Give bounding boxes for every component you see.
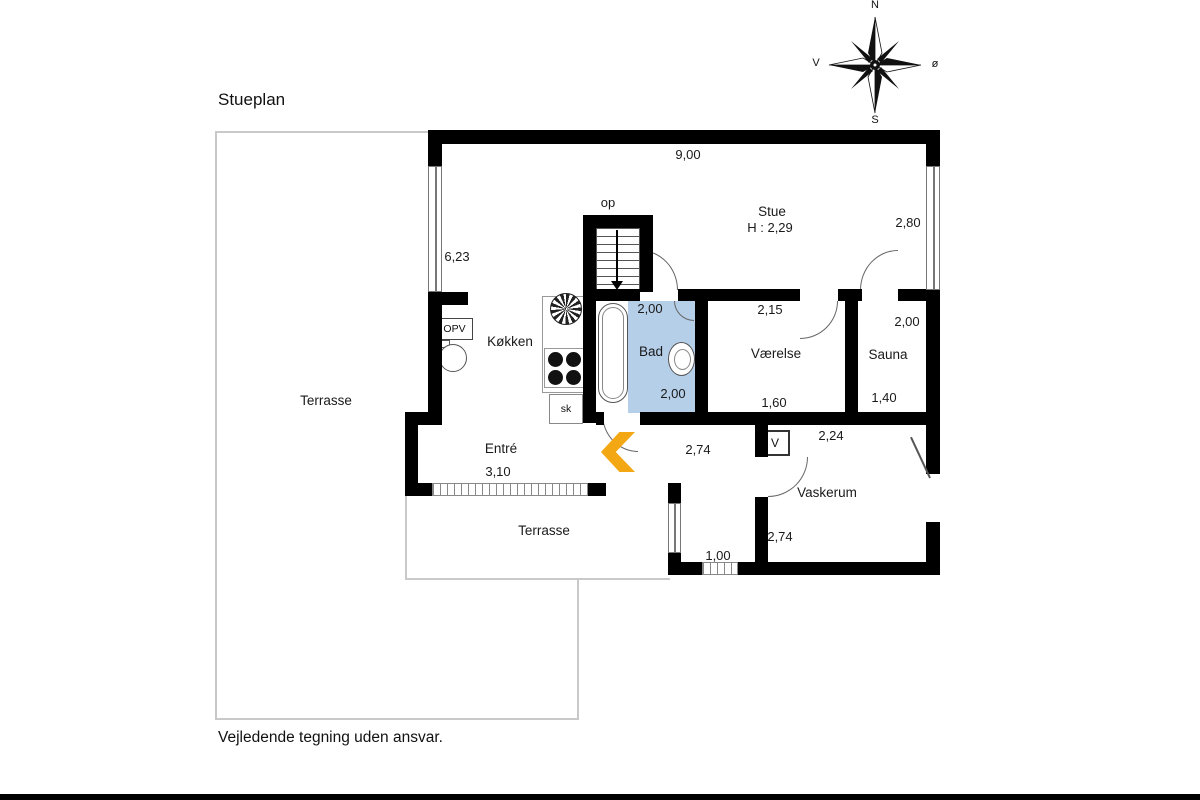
wall-kitchen (583, 215, 596, 423)
sauna-door-arc (860, 250, 898, 290)
dim-vaerelse-top: 2,15 (757, 302, 783, 317)
wall-mid-a (583, 289, 640, 301)
dim-entry-door: 1,00 (705, 548, 731, 563)
wall-south-mid (695, 412, 940, 425)
terrace-south-edge-left (405, 496, 407, 580)
stairs-up-label: op (600, 195, 616, 210)
room-label-vaskerum: Vaskerum (797, 485, 857, 500)
window-hall (668, 503, 681, 553)
laundry-exterior-door-gap (926, 474, 940, 522)
dim-top-facade: 9,00 (675, 147, 701, 162)
wall-stair-top (583, 215, 653, 228)
wall-stair-east (640, 215, 653, 292)
disclaimer-text: Vejledende tegning uden ansvar. (218, 729, 443, 746)
terrace-edge-right (577, 578, 579, 720)
burner-icon (548, 352, 563, 367)
terrace-south-edge-bottom (405, 578, 670, 580)
dim-sauna-top: 2,00 (894, 314, 920, 329)
wall-mid-d (898, 289, 940, 301)
water-heater-box: OPV (436, 318, 473, 340)
wall-kitchen-nook (428, 292, 468, 305)
water-heater-label: OPV (443, 323, 466, 335)
wall-laundry-west-b (755, 497, 768, 575)
stue-ceiling-height: H : 2,29 (747, 220, 793, 235)
wall-entry-west (405, 412, 418, 496)
room-label-terrasse-west: Terrasse (300, 393, 352, 408)
room-label-stue: Stue (758, 204, 786, 219)
dim-stue-east: 2,80 (895, 215, 921, 230)
room-label-vaerelse: Værelse (750, 346, 802, 361)
wall-laundry-west-a (755, 412, 768, 457)
wall-bathroom-south-a (596, 412, 604, 425)
stove (544, 348, 584, 388)
dim-vaskerum-width: 2,24 (818, 428, 844, 443)
bathtub-inner (602, 307, 624, 399)
washer-label: V (770, 436, 779, 450)
bathtub (598, 303, 628, 403)
burner-icon (548, 370, 563, 385)
room-label-sauna: Sauna (868, 347, 908, 362)
dim-bad-bottom: 2,00 (660, 386, 686, 401)
room-label-entre: Entré (484, 441, 518, 456)
wall-entry-south-b (588, 483, 606, 496)
closet-label: sk (560, 403, 572, 415)
entry-door-threshold (702, 562, 738, 575)
compass-north-label: N (871, 0, 879, 11)
closet-box: sk (549, 394, 583, 424)
wall-top (428, 130, 940, 144)
window-west (428, 166, 442, 292)
room-label-kokken: Køkken (487, 334, 533, 349)
dim-entre-width: 3,10 (485, 464, 511, 479)
room-label-terrasse-south: Terrasse (518, 523, 570, 538)
bedroom-door-arc (800, 301, 838, 339)
terrace-edge-left (215, 131, 217, 720)
wall-bottom-b (738, 562, 940, 575)
terrace-door-threshold (432, 483, 588, 496)
wall-mid-b (678, 289, 800, 301)
wall-entry-south-a (405, 483, 432, 496)
compass-star-icon (828, 16, 922, 114)
wall-bathroom-south-b (640, 412, 698, 425)
compass-south-label: S (871, 114, 879, 126)
compass-rose: N S V ø (800, 0, 950, 128)
dim-west-facade: 6,23 (444, 249, 470, 264)
dim-sauna-bottom: 1,40 (871, 390, 897, 405)
terrace-edge-top (215, 131, 430, 133)
page-title: Stueplan (218, 90, 286, 109)
dim-bad-top: 2,00 (637, 301, 663, 316)
terrace-edge-bottom (215, 718, 579, 720)
compass-west-label: V (812, 57, 820, 69)
wall-bottom-a (668, 562, 702, 575)
burner-icon (566, 352, 581, 367)
sink-basin (674, 349, 691, 370)
dim-vaerelse-bottom: 1,60 (761, 395, 787, 410)
water-heater-tank (439, 344, 467, 372)
window-east (926, 166, 940, 290)
sink (668, 342, 695, 376)
extractor-fan-icon (550, 293, 582, 325)
stair-arrow-icon (611, 281, 623, 290)
wall-bathroom-east (695, 289, 708, 425)
stair-direction-line (616, 230, 618, 282)
wall-sauna-west (845, 289, 858, 425)
dim-gang: 2,74 (685, 442, 711, 457)
dim-vaskerum-height: 2,74 (767, 529, 793, 544)
burner-icon (566, 370, 581, 385)
bottom-border-bar (0, 794, 1200, 800)
room-label-bad: Bad (638, 344, 664, 359)
compass-east-label: ø (931, 58, 939, 70)
